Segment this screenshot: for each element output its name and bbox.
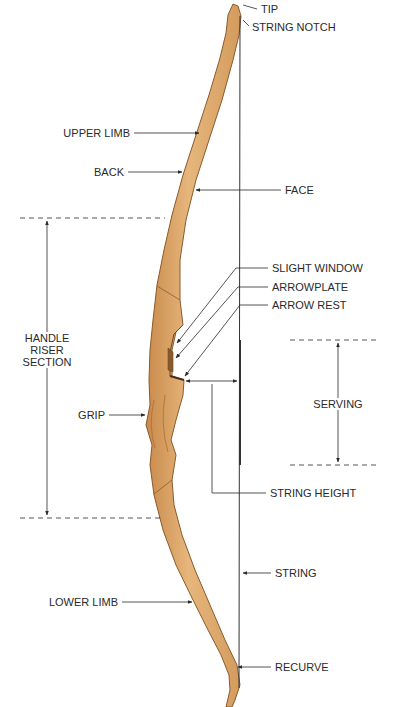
part-label: SERVING (312, 398, 363, 410)
arrowplate (168, 348, 173, 372)
part-label: FACE (284, 184, 315, 196)
part-label: HANDLE RISER SECTION (15, 332, 79, 368)
part-label: SLIGHT WINDOW (271, 262, 364, 274)
limb-joint (154, 286, 180, 494)
arrow-rest (170, 376, 184, 380)
bow-body (146, 4, 241, 707)
string-height-dimension (186, 381, 266, 493)
part-label: STRING (274, 567, 318, 579)
part-label: RECURVE (274, 661, 330, 673)
serving-bracket (290, 340, 376, 465)
bow-string (239, 16, 240, 688)
part-label: BACK (93, 166, 125, 178)
part-label: UPPER LIMB (62, 127, 131, 139)
part-label: LOWER LIMB (48, 596, 119, 608)
part-label: TIP (260, 3, 279, 15)
handle-riser-bracket (20, 218, 165, 518)
grip-shading (151, 395, 168, 452)
part-label: ARROW REST (271, 299, 348, 311)
string-serving (239, 340, 241, 465)
part-label: STRING HEIGHT (269, 487, 357, 499)
part-label: STRING NOTCH (251, 21, 337, 33)
leader-lines (109, 5, 281, 667)
part-label: GRIP (77, 409, 106, 421)
part-label: ARROWPLATE (271, 281, 349, 293)
